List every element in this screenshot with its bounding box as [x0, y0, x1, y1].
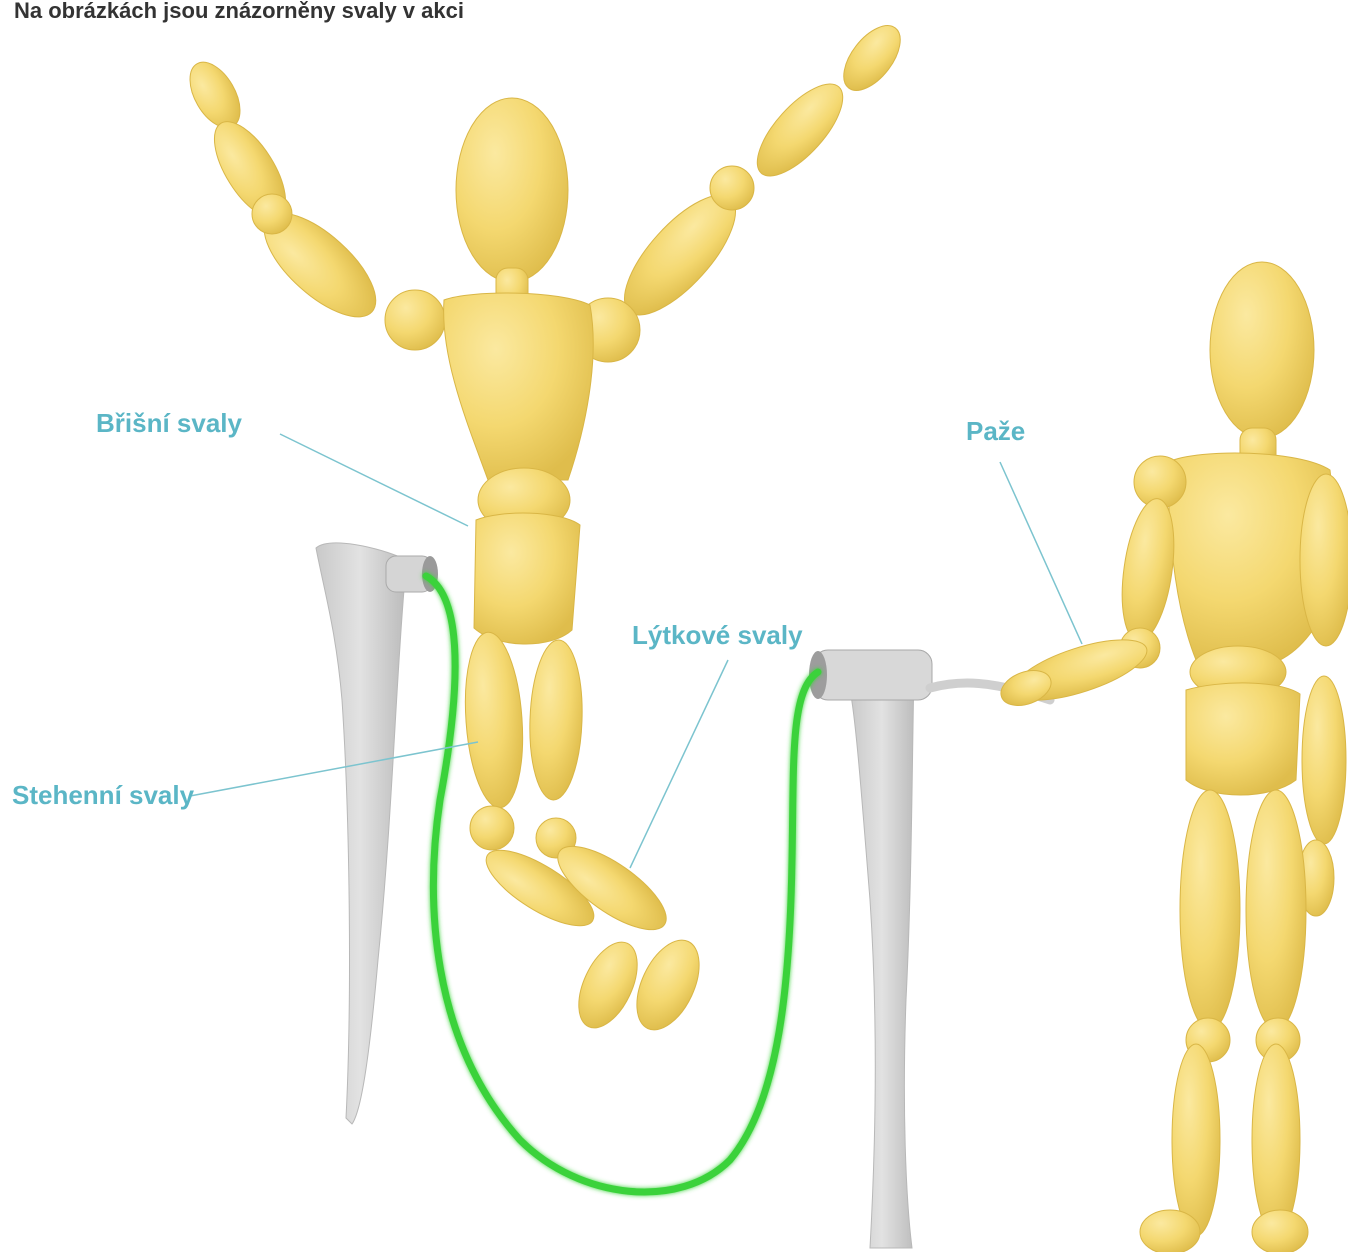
arm-leader-line: [1000, 462, 1082, 644]
label-arm: Paže: [966, 416, 1025, 447]
figure-caption: Na obrázkách jsou znázorněny svaly v akc…: [14, 0, 464, 24]
calf-leader-line: [630, 660, 728, 868]
label-abdominal-muscles: Břišní svaly: [96, 408, 242, 439]
standing-mannequin: [996, 262, 1348, 1252]
thigh-leader-line: [190, 742, 478, 796]
right-handle-wrap: [809, 650, 1050, 1248]
label-calf-muscles: Lýtkové svaly: [632, 620, 803, 651]
jumping-mannequin: [180, 16, 911, 1040]
left-handle-wrap: [316, 543, 438, 1124]
abdominal-leader-line: [280, 434, 468, 526]
label-thigh-muscles: Stehenní svaly: [12, 780, 194, 811]
